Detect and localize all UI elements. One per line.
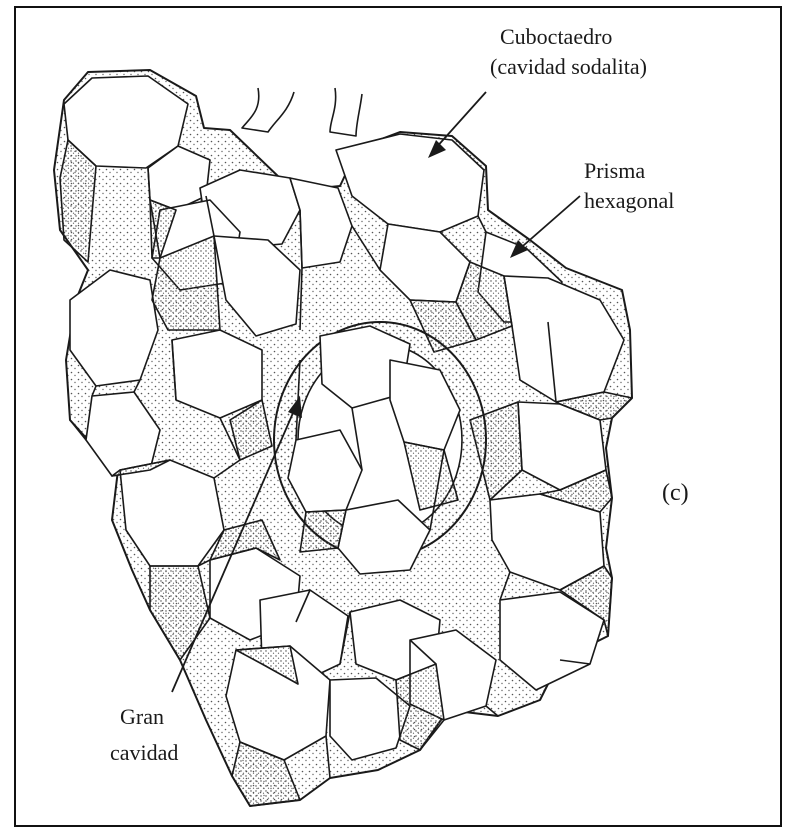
top-tubes xyxy=(242,88,362,136)
arrow-prisma xyxy=(516,196,580,252)
label-gran: Gran xyxy=(120,704,164,730)
label-hexagonal: hexagonal xyxy=(584,188,674,214)
panel-label: (c) xyxy=(662,480,689,507)
label-cuboctaedro: Cuboctaedro xyxy=(500,24,612,50)
arrow-cuboctaedro xyxy=(434,92,486,150)
label-cavidad: cavidad xyxy=(110,740,178,766)
label-cavidad-sodalita: (cavidad sodalita) xyxy=(490,54,647,80)
label-prisma: Prisma xyxy=(584,158,645,184)
